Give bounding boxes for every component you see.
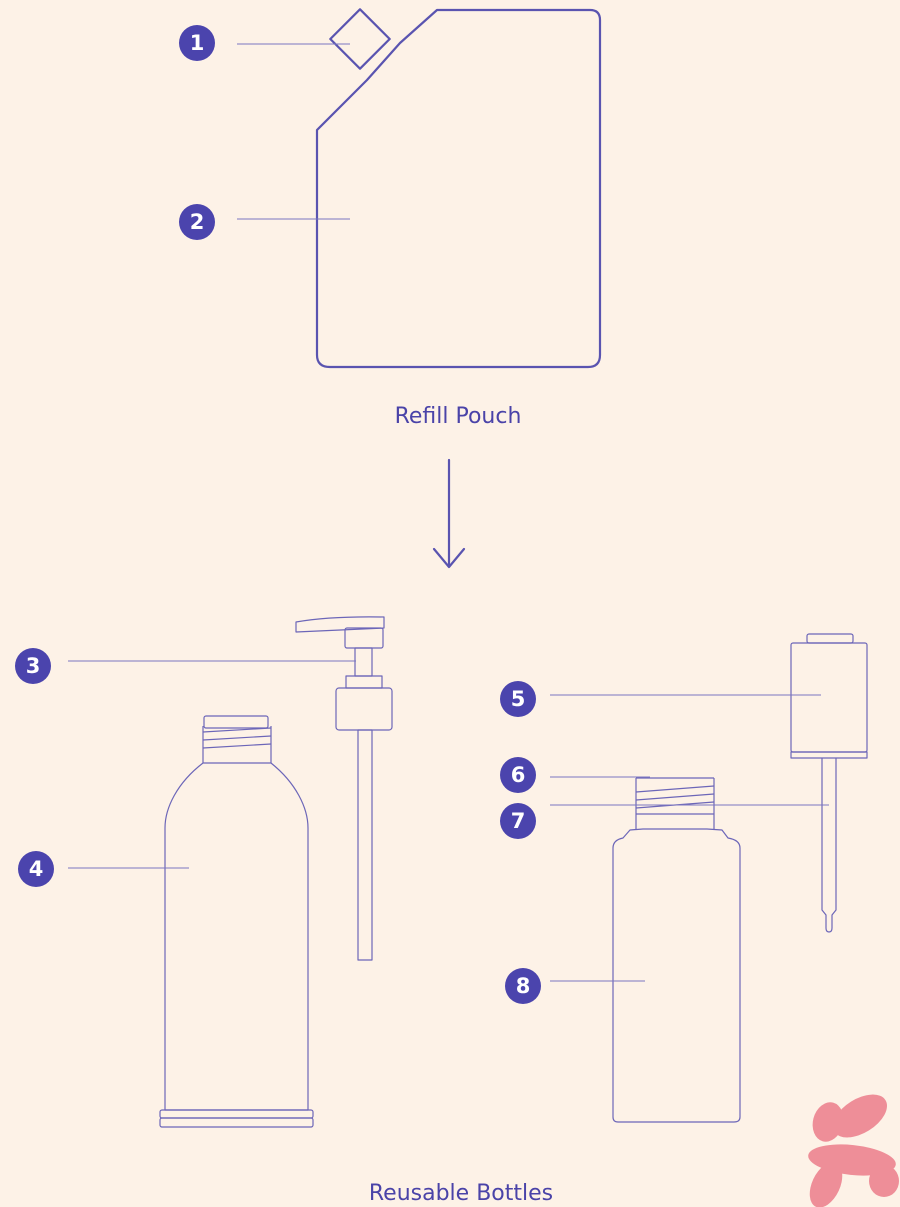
callout-4: 4 <box>18 851 54 887</box>
callout-2-label: 2 <box>190 210 205 234</box>
callout-3: 3 <box>15 648 51 684</box>
callout-6-label: 6 <box>511 763 526 787</box>
dropper-cap <box>790 633 868 933</box>
callout-3-label: 3 <box>26 654 41 678</box>
callout-6: 6 <box>500 757 536 793</box>
refill-pouch-caption: Refill Pouch <box>394 404 522 429</box>
refill-pouch <box>315 8 602 369</box>
callout-4-label: 4 <box>29 857 44 881</box>
callout-7-label: 7 <box>511 809 526 833</box>
callout-8: 8 <box>505 968 541 1004</box>
callout-1: 1 <box>179 25 215 61</box>
callout-2: 2 <box>179 204 215 240</box>
pouch-spout-cap <box>329 8 391 70</box>
pump-bottle <box>159 715 314 1128</box>
dropper-bottle <box>612 777 741 1123</box>
pump-head <box>295 616 393 961</box>
callout-1-label: 1 <box>190 31 205 55</box>
flower-logo-icon <box>808 1094 899 1207</box>
callout-5: 5 <box>500 681 536 717</box>
callout-7: 7 <box>500 803 536 839</box>
reusable-bottles-caption: Reusable Bottles <box>368 1181 554 1206</box>
arrow-down-icon <box>432 458 466 569</box>
callout-8-label: 8 <box>516 974 531 998</box>
callout-5-label: 5 <box>511 687 526 711</box>
